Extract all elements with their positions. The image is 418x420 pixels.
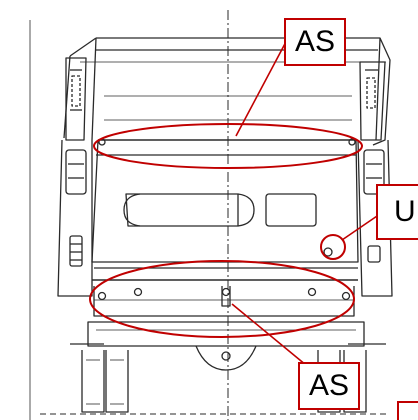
callout-as-top: AS — [284, 18, 346, 66]
leader-line-as-top — [235, 37, 289, 137]
annotation-ellipse-top — [93, 123, 363, 169]
partial-callout-box — [397, 401, 418, 420]
leader-line-u — [341, 213, 381, 241]
callout-as-bottom: AS — [298, 362, 360, 410]
annotation-ellipse-bottom — [89, 260, 355, 338]
annotation-circle-u — [320, 234, 346, 260]
vehicle-rear-line-art — [40, 37, 393, 415]
callout-u: U — [376, 184, 418, 240]
leader-line-as-bottom — [231, 303, 313, 371]
